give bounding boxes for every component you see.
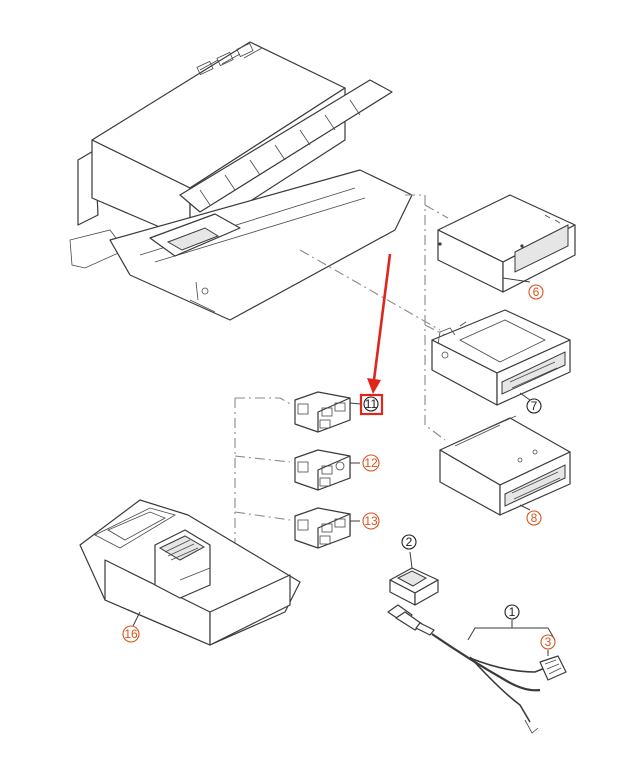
glovebox-assembly bbox=[69, 41, 413, 321]
callout-11: 11 bbox=[359, 393, 384, 416]
callout-7: 7 bbox=[526, 398, 542, 414]
callout-1: 1 bbox=[504, 604, 520, 620]
radio-housing-part bbox=[437, 194, 576, 293]
svg-text:13: 13 bbox=[364, 514, 378, 528]
wiring-harness-part bbox=[387, 604, 567, 734]
callout-3: 3 bbox=[540, 634, 556, 650]
callout-13: 13 bbox=[362, 512, 380, 530]
callout-12: 12 bbox=[362, 454, 380, 472]
radio-unit-part bbox=[431, 309, 571, 406]
callout-11-highlight-box bbox=[359, 393, 384, 416]
svg-text:1: 1 bbox=[509, 605, 516, 619]
svg-text:3: 3 bbox=[545, 635, 552, 649]
callout-8: 8 bbox=[526, 510, 542, 526]
svg-text:2: 2 bbox=[406, 535, 413, 549]
callout-2: 2 bbox=[401, 534, 417, 550]
switch-module-13 bbox=[294, 507, 360, 549]
switch-module-12 bbox=[294, 449, 360, 491]
svg-text:7: 7 bbox=[531, 399, 538, 413]
storage-tray-part bbox=[79, 499, 301, 646]
svg-text:11: 11 bbox=[365, 397, 378, 411]
highlight-arrow bbox=[367, 253, 392, 394]
svg-text:12: 12 bbox=[364, 456, 378, 470]
callout-6: 6 bbox=[528, 284, 544, 300]
callout-16: 16 bbox=[122, 625, 140, 643]
switch-module-11 bbox=[294, 391, 361, 433]
svg-text:16: 16 bbox=[124, 627, 138, 641]
connector-block-part bbox=[389, 551, 439, 606]
svg-text:6: 6 bbox=[533, 285, 540, 299]
svg-text:8: 8 bbox=[531, 511, 538, 525]
cd-changer-part bbox=[439, 415, 571, 516]
